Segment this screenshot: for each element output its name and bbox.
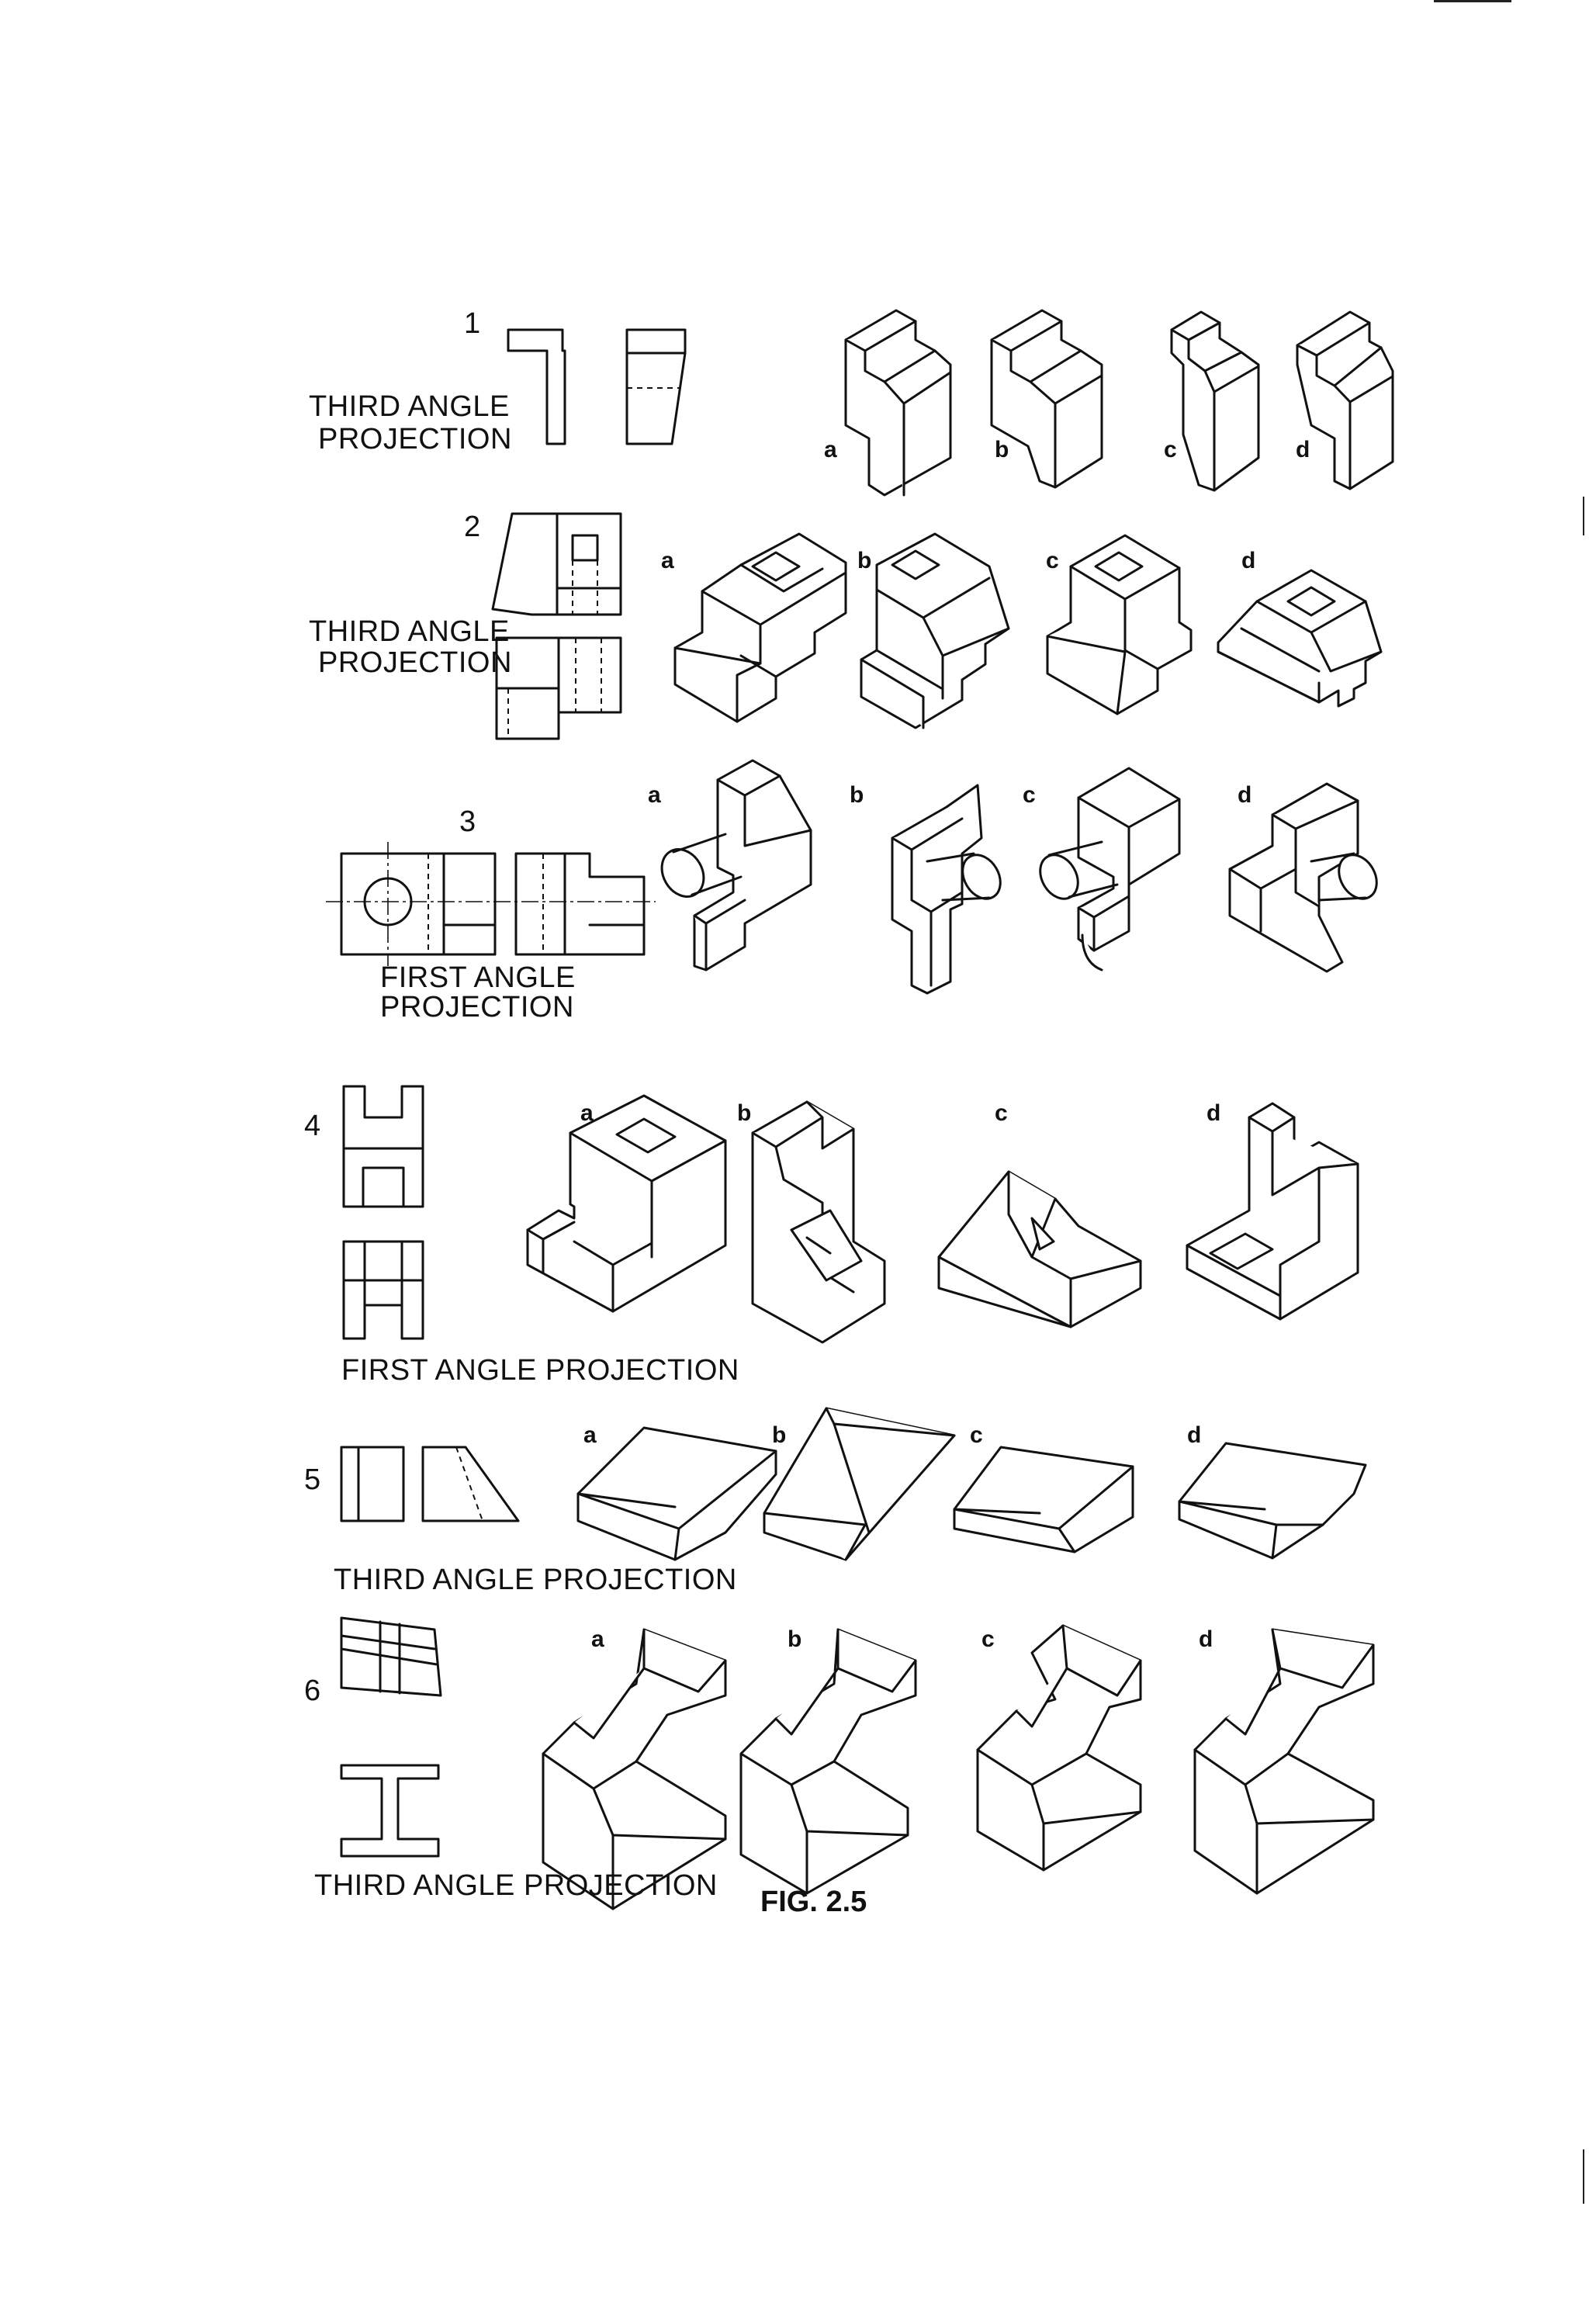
problem-4-option-c-isometric [937,1170,1142,1328]
problem-5-option-c-label: c [970,1422,983,1448]
problem-5-orthographic-views [340,1446,520,1522]
problem-6-option-b-isometric [739,1628,917,1895]
problem-3-option-b-label: b [850,782,864,808]
problem-1-orthographic-views [507,328,687,445]
problem-5-number: 5 [304,1463,321,1496]
problem-3-option-d-isometric [1228,782,1378,973]
problem-2-number: 2 [464,511,481,543]
problem-6-option-c-label: c [981,1626,995,1652]
problem-4-option-b-isometric [751,1100,886,1344]
problem-1-option-a-label: a [824,437,837,462]
problem-1-option-d-label: d [1296,437,1310,462]
problem-4-option-a-label: a [580,1100,594,1126]
problem-4-option-b-label: b [737,1100,752,1126]
problem-6-option-a-label: a [591,1626,604,1652]
problem-1-number: 1 [464,307,481,340]
problem-1-option-c-label: c [1164,437,1177,462]
scan-edge-mark [1583,497,1584,535]
problem-6-option-d-label: d [1199,1626,1213,1652]
problem-2-projection-line-2: PROJECTION [318,646,512,679]
problem-4-orthographic-views [342,1085,424,1340]
problem-3-option-d-label: d [1238,782,1252,808]
problem-1-projection-line-1: THIRD ANGLE [309,390,510,423]
problem-1-option-b-label: b [995,437,1009,462]
problem-6-option-d-isometric [1193,1628,1375,1895]
problem-4-option-d-label: d [1206,1100,1221,1126]
problem-3-option-a-isometric [660,759,812,972]
problem-2-option-d-isometric [1217,569,1383,708]
problem-6-option-b-label: b [788,1626,802,1652]
problem-3-option-b-isometric [891,784,1002,995]
problem-1-option-c-isometric [1170,310,1260,492]
problem-3-orthographic-views [326,842,656,966]
problem-5-option-b-isometric [763,1407,956,1561]
problem-6-number: 6 [304,1675,321,1707]
problem-6-option-a-isometric [542,1628,727,1910]
problem-3-option-c-label: c [1023,782,1036,808]
problem-3-projection-line-2: PROJECTION [380,991,574,1023]
problem-2-option-b-isometric [860,532,1010,729]
problem-6-option-c-isometric [976,1624,1142,1872]
scan-edge-mark [1434,0,1511,2]
problem-4-projection-label: FIRST ANGLE PROJECTION [341,1354,739,1387]
problem-2-option-a-isometric [673,532,847,723]
problem-2-option-c-isometric [1046,534,1193,715]
problem-4-option-c-label: c [995,1100,1008,1126]
problem-5-projection-label: THIRD ANGLE PROJECTION [334,1564,737,1596]
problem-5-option-c-isometric [953,1446,1134,1553]
problem-5-option-d-label: d [1187,1422,1202,1448]
problem-2-option-c-label: c [1046,548,1059,573]
problem-1-option-d-isometric [1296,310,1394,490]
problem-5-option-d-isometric [1178,1442,1367,1560]
problem-3-number: 3 [459,805,476,838]
problem-2-option-a-label: a [661,548,674,573]
problem-2-option-b-label: b [857,548,872,573]
problem-2-projection-line-1: THIRD ANGLE [309,615,510,648]
problem-2-option-d-label: d [1241,548,1256,573]
problem-2-orthographic-views [491,512,622,740]
problem-1-projection-line-2: PROJECTION [318,423,512,455]
problem-5-option-b-label: b [772,1422,787,1448]
problem-5-option-a-isometric [576,1426,777,1561]
figure-caption: FIG. 2.5 [760,1886,867,1918]
problem-1-option-a-isometric [844,309,952,497]
problem-6-orthographic-views [340,1616,442,1858]
problem-3-projection-line-1: FIRST ANGLE [380,961,576,994]
problem-4-option-d-isometric [1186,1102,1359,1321]
problem-3-option-a-label: a [648,782,661,808]
problem-4-number: 4 [304,1110,321,1142]
problem-6-projection-label: THIRD ANGLE PROJECTION [314,1869,718,1902]
problem-5-option-a-label: a [583,1422,597,1448]
problem-1-option-b-isometric [990,309,1103,489]
problem-4-option-a-isometric [526,1094,727,1313]
scan-edge-mark [1583,2149,1584,2204]
problem-3-option-c-isometric [1039,767,1181,972]
